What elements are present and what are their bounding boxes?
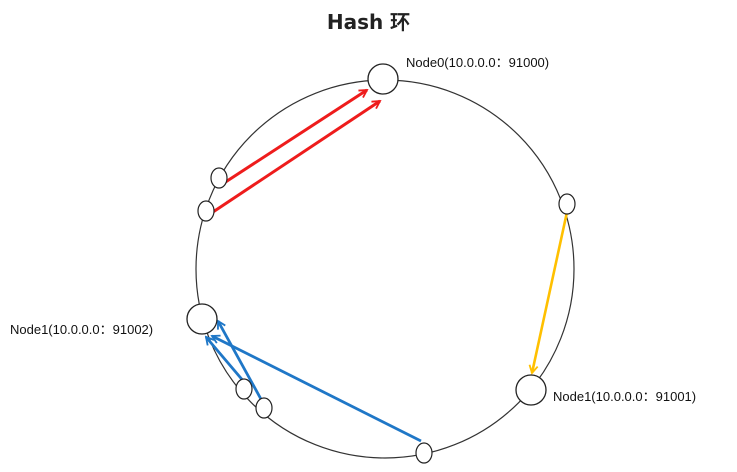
arrow-to-node1-left-a xyxy=(206,337,247,384)
hash-ring xyxy=(195,79,575,459)
node1-right-label: Node1(10.0.0.0：91001) xyxy=(553,389,697,404)
key-point xyxy=(415,442,433,464)
node1-left-circle xyxy=(186,303,218,335)
node1-right-circle xyxy=(515,374,547,406)
node0-label: Node0(10.0.0.0：91000) xyxy=(406,55,550,70)
node0-circle xyxy=(367,63,399,95)
arrow-to-node1-left-c xyxy=(212,336,422,443)
arrow-to-node0-a xyxy=(223,88,367,185)
arrow-to-node1-left-b xyxy=(216,321,264,402)
diagram-title: Hash 环 xyxy=(326,10,411,34)
key-point xyxy=(255,397,273,419)
key-point xyxy=(197,200,215,222)
arrow-to-node1-right xyxy=(532,211,569,373)
key-point xyxy=(558,193,576,215)
key-point xyxy=(235,378,253,400)
arrow-to-node0-b xyxy=(212,99,380,214)
key-point xyxy=(210,167,228,189)
node1-left-label: Node1(10.0.0.0：91002) xyxy=(10,322,154,337)
